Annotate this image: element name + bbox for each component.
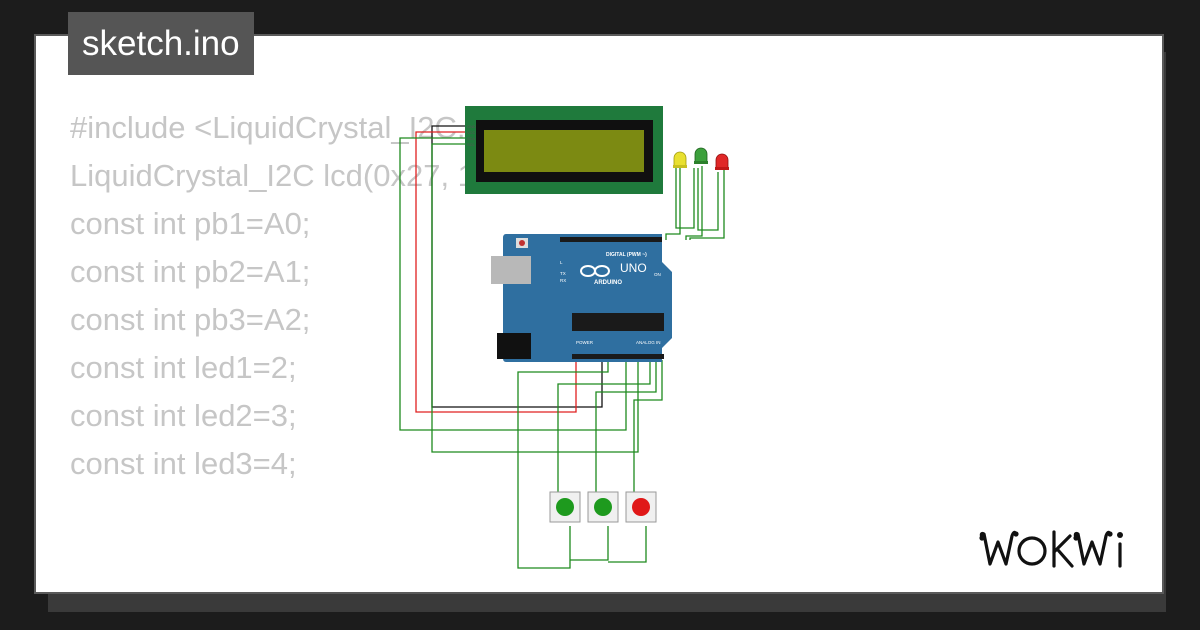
- analog-pin-label: ANALOG IN: [636, 340, 661, 345]
- lcd-display[interactable]: GND VCC SDA SCL: [465, 106, 663, 194]
- wire-btn-gnd-3: [608, 526, 647, 563]
- lcd-pin-label: SDA: [467, 136, 476, 141]
- lcd-pin-label: SCL: [467, 142, 476, 147]
- board-model-label: UNO: [620, 261, 647, 275]
- lcd-pins: GND VCC SDA SCL: [467, 124, 476, 147]
- led-green[interactable]: [694, 147, 708, 164]
- wire-led1: [665, 166, 681, 240]
- wire-sda: [399, 137, 627, 431]
- wire-btn2: [595, 360, 657, 496]
- code-line: void setup() {: [70, 584, 546, 592]
- wire-vcc: [415, 131, 577, 413]
- rx-label: RX: [560, 278, 566, 283]
- pushbutton-1[interactable]: [549, 491, 581, 523]
- code-line: const int pb2=A1;: [70, 254, 311, 289]
- code-line: #include <LiquidCrystal_I2C.h>: [70, 110, 501, 145]
- board-brand-label: ARDUINO: [594, 280, 622, 286]
- l-label: L: [560, 260, 563, 265]
- power-pin-label: POWER: [576, 340, 594, 345]
- reset-button[interactable]: [519, 240, 525, 246]
- led-red[interactable]: [715, 153, 729, 170]
- wire-btn1: [557, 360, 651, 496]
- wire-btn3: [633, 360, 663, 496]
- wire-led2: [685, 166, 703, 240]
- led-yellow[interactable]: [673, 151, 687, 168]
- wires: [399, 125, 725, 569]
- atmega-chip: [572, 313, 664, 331]
- arduino-uno-board[interactable]: UNO ARDUINO DIGITAL (PWM ~) POWER ANALOG…: [491, 234, 672, 362]
- pushbutton-2[interactable]: [587, 491, 619, 523]
- wokwi-logo: [979, 530, 1123, 568]
- tx-label: TX: [560, 271, 566, 276]
- code-line: const int pb3=A2;: [70, 302, 311, 337]
- arduino-infinity-icon: [580, 265, 610, 277]
- wire-led-gnd: [675, 168, 695, 229]
- digital-pin-label: DIGITAL (PWM ~): [606, 252, 647, 258]
- code-line: const int led1=2;: [70, 350, 297, 385]
- wire-led-gnd-2: [697, 168, 719, 231]
- wire-led3: [689, 170, 725, 240]
- lcd-pin-label: GND: [467, 124, 476, 129]
- power-analog-header: [572, 354, 664, 359]
- code-line: const int led2=3;: [70, 398, 297, 433]
- pushbutton-3[interactable]: [625, 491, 657, 523]
- on-led-label: ON: [654, 272, 661, 277]
- digital-header: [560, 237, 662, 242]
- wire-gnd-btn: [517, 360, 609, 569]
- code-line: const int led3=4;: [70, 446, 297, 481]
- file-tab[interactable]: sketch.ino: [68, 12, 254, 75]
- code-line: const int pb1=A0;: [70, 206, 311, 241]
- wire-btn-gnd-2: [570, 526, 609, 561]
- lcd-pin-label: VCC: [467, 130, 476, 135]
- wire-scl: [431, 143, 639, 453]
